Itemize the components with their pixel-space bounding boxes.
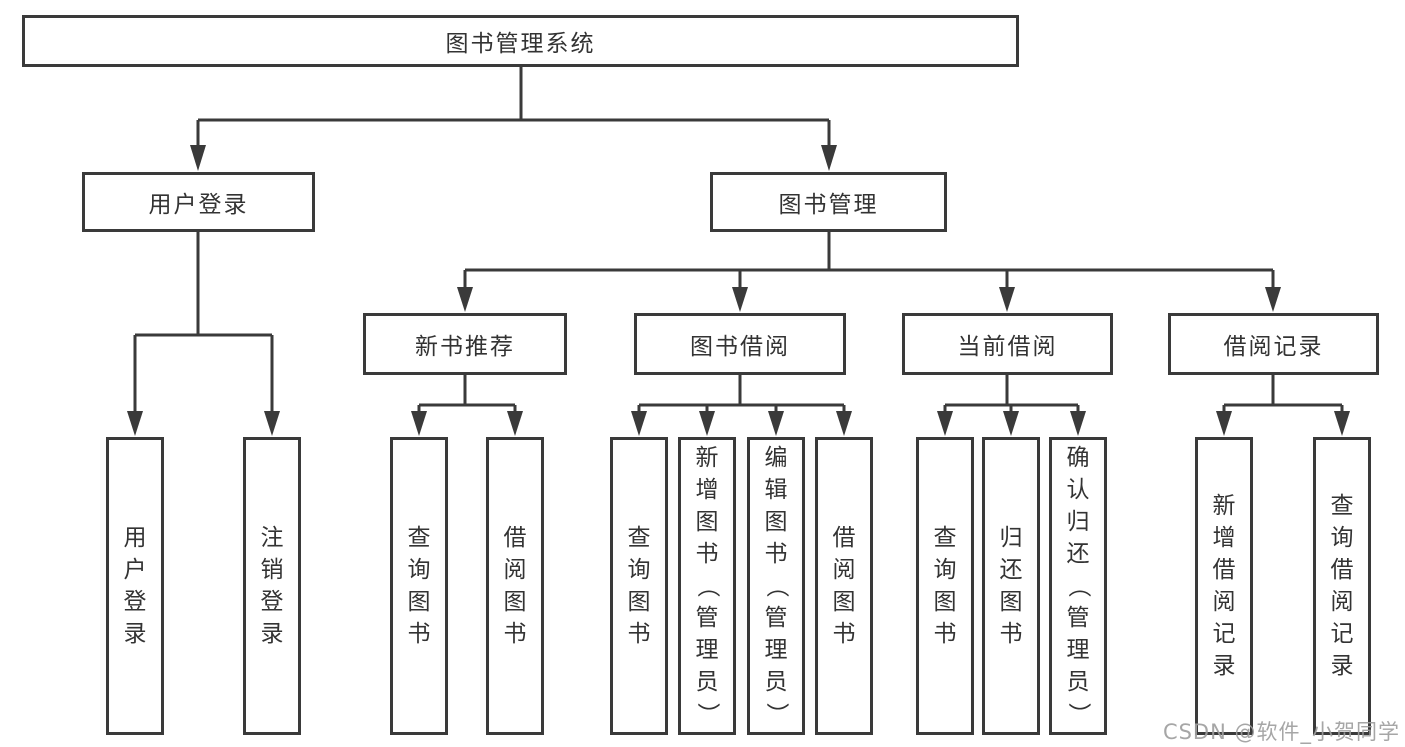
connector-current-to-leaves [943, 375, 1080, 416]
node-borrowing-records: 借阅记录 [1168, 313, 1379, 375]
node-label: 借阅记录 [1223, 334, 1324, 360]
node-label: 借阅图书 [503, 525, 527, 647]
node-new-book-recommend: 新书推荐 [363, 313, 567, 375]
node-label: 注销登录 [260, 525, 284, 647]
arrow-down-icon [264, 411, 280, 436]
node-book-management-branch: 图书管理 [710, 172, 947, 232]
arrow-down-icon [1334, 411, 1350, 436]
connector-records-to-leaves [1222, 375, 1344, 416]
node-label: 查询图书 [407, 525, 431, 647]
arrow-down-icon [937, 411, 953, 436]
leaf-query-books-3: 查询图书 [916, 437, 974, 735]
arrow-down-icon [631, 411, 647, 436]
node-label: 编辑图书（管理员） [763, 445, 789, 726]
arrow-down-icon [411, 411, 427, 436]
node-label: 查询图书 [627, 525, 651, 647]
arrow-down-icon [190, 145, 206, 171]
arrow-down-icon [1003, 411, 1019, 436]
node-label: 图书借阅 [690, 334, 790, 360]
node-label: 新书推荐 [415, 334, 515, 360]
connector-newbooks-to-leaves [417, 375, 517, 416]
node-label: 新增借阅记录 [1212, 493, 1236, 679]
arrow-down-icon [1070, 411, 1086, 436]
node-label: 查询借阅记录 [1330, 493, 1354, 679]
leaf-user-login: 用户登录 [106, 437, 164, 735]
arrow-down-icon [999, 287, 1015, 312]
arrow-down-icon [732, 287, 748, 312]
leaf-borrow-books-1: 借阅图书 [486, 437, 544, 735]
node-user-login-branch: 用户登录 [82, 172, 315, 232]
arrow-down-icon [1265, 287, 1281, 312]
node-current-borrowing: 当前借阅 [902, 313, 1113, 375]
leaf-add-books-admin: 新增图书（管理员） [678, 437, 736, 735]
node-root-library-system: 图书管理系统 [22, 15, 1019, 67]
arrow-down-icon [1216, 411, 1232, 436]
node-label: 用户登录 [123, 525, 147, 647]
leaf-edit-books-admin: 编辑图书（管理员） [747, 437, 805, 735]
arrow-down-icon [821, 145, 837, 171]
arrow-down-icon [768, 411, 784, 436]
connector-userlogin-to-leaves [133, 232, 274, 416]
node-book-borrowing: 图书借阅 [634, 313, 846, 375]
leaf-return-books: 归还图书 [982, 437, 1040, 735]
connector-borrow-to-leaves [637, 375, 846, 416]
leaf-add-borrow-record: 新增借阅记录 [1195, 437, 1253, 735]
leaf-borrow-books-2: 借阅图书 [815, 437, 873, 735]
csdn-watermark: CSDN @软件_小贺同学 [1162, 720, 1400, 744]
leaf-confirm-return-admin: 确认归还（管理员） [1049, 437, 1107, 735]
node-label: 新增图书（管理员） [694, 445, 720, 726]
node-label: 归还图书 [999, 525, 1023, 647]
leaf-query-books-1: 查询图书 [390, 437, 448, 735]
arrow-down-icon [457, 287, 473, 312]
node-label: 借阅图书 [832, 525, 856, 647]
leaf-logout: 注销登录 [243, 437, 301, 735]
node-label: 查询图书 [933, 525, 957, 647]
node-label: 图书管理系统 [445, 31, 596, 57]
connector-root-to-level2 [196, 67, 831, 150]
node-label: 用户登录 [148, 192, 249, 218]
arrow-down-icon [699, 411, 715, 436]
leaf-query-borrow-record: 查询借阅记录 [1313, 437, 1371, 735]
arrow-down-icon [127, 411, 143, 436]
connector-bookmgmt-to-level3 [463, 232, 1275, 291]
node-label: 图书管理 [778, 192, 879, 218]
leaf-query-books-2: 查询图书 [610, 437, 668, 735]
arrowheads [127, 145, 1350, 436]
node-label: 当前借阅 [957, 334, 1058, 360]
arrow-down-icon [507, 411, 523, 436]
node-label: 确认归还（管理员） [1065, 445, 1091, 726]
arrow-down-icon [836, 411, 852, 436]
